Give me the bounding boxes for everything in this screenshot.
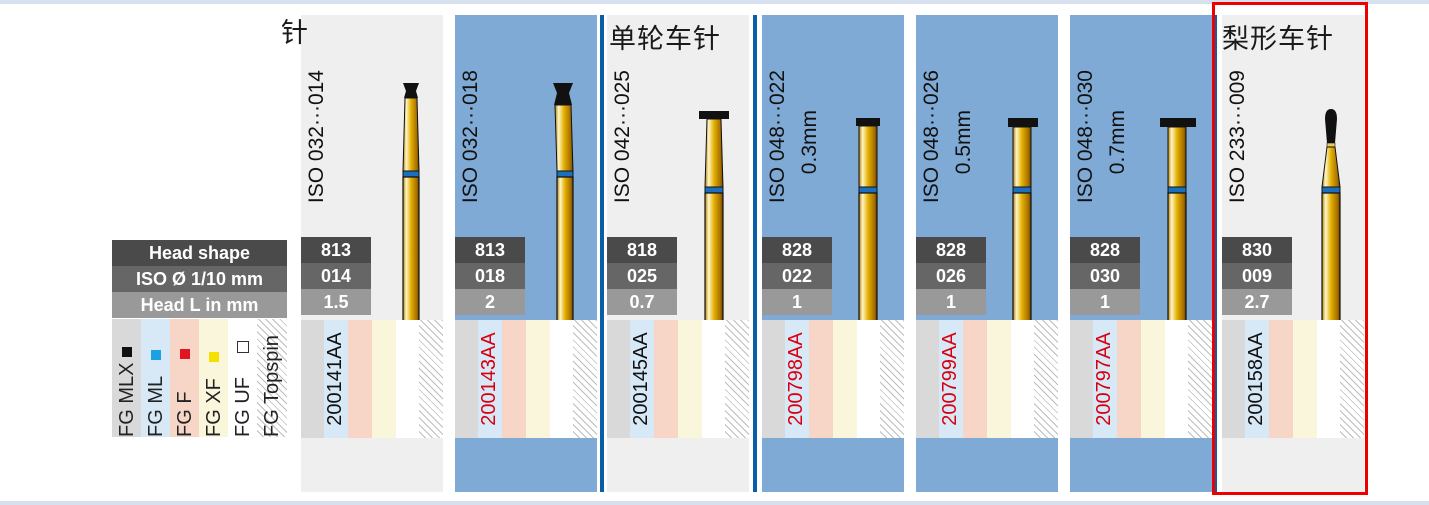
black-square-icon	[122, 346, 132, 357]
grade-columns: 200798AA	[762, 320, 904, 438]
section-divider	[600, 15, 604, 492]
head-length-value: 1	[1070, 289, 1140, 315]
legend-grade-uf: FG UF	[228, 319, 257, 437]
legend-grades: FG MLX FG ML FG F FG XF FG UF FG Topspin	[112, 319, 287, 437]
iso-sub: 0.5mm	[952, 110, 975, 175]
spec-cells: 813 014 1.5	[301, 237, 371, 315]
iso-diameter-value: 022	[762, 263, 832, 289]
grade-label: FG ML	[145, 375, 167, 437]
head-length-value: 2	[455, 289, 525, 315]
iso-code: ISO 032···018	[459, 70, 482, 204]
grade-columns: 200145AA	[607, 320, 749, 438]
top-border	[0, 0, 1429, 4]
legend-header: Head shape ISO Ø 1/10 mm Head L in mm	[112, 240, 287, 318]
bottom-border	[0, 501, 1429, 505]
product-panel-1[interactable]: 针 ISO 032···014 813 014 1.5 200141AA	[281, 15, 443, 492]
grade-label: FG UF	[232, 377, 254, 437]
grade-columns: 200799AA	[916, 320, 1058, 438]
blue-square-icon	[151, 349, 161, 360]
section-divider	[1213, 15, 1217, 492]
head-length-value: 2.7	[1222, 289, 1292, 315]
head-length-value: 1.5	[301, 289, 371, 315]
legend-grade-xf: FG XF	[199, 319, 228, 437]
legend-grade-topspin: FG Topspin	[257, 319, 287, 437]
legend-grade-mlx: FG MLX	[112, 319, 141, 437]
legend-grade-ml: FG ML	[141, 319, 170, 437]
wheel-bur-icon	[699, 111, 729, 333]
head-length-value: 1	[916, 289, 986, 315]
iso-sub: 0.3mm	[798, 110, 821, 175]
grade-columns: 200158AA	[1222, 320, 1364, 438]
grade-label: FG MLX	[116, 362, 138, 437]
selection-highlight	[1212, 2, 1368, 495]
wheel-bur-icon	[1008, 118, 1038, 333]
iso-code: ISO 048···022	[766, 70, 789, 204]
grade-columns: 200141AA	[301, 320, 443, 438]
iso-diameter-value: 025	[607, 263, 677, 289]
grade-label: FG Topspin	[261, 335, 283, 437]
iso-sub: 0.7mm	[1106, 110, 1129, 175]
iso-diameter-value: 030	[1070, 263, 1140, 289]
iso-code: ISO 032···014	[305, 70, 328, 204]
red-square-icon	[180, 349, 190, 360]
head-shape-value: 818	[607, 237, 677, 263]
product-code[interactable]: 200798AA	[785, 332, 807, 426]
grade-label: FG XF	[203, 378, 225, 437]
legend-head-shape: Head shape	[112, 240, 287, 266]
head-shape-value: 830	[1222, 237, 1292, 263]
head-length-value: 1	[762, 289, 832, 315]
product-code[interactable]: 200143AA	[478, 332, 500, 426]
head-length-value: 0.7	[607, 289, 677, 315]
legend-iso-diameter: ISO Ø 1/10 mm	[112, 266, 287, 292]
wheel-bur-icon	[856, 118, 880, 333]
grade-columns: 200797AA	[1070, 320, 1212, 438]
iso-diameter-value: 009	[1222, 263, 1292, 289]
yellow-square-icon	[209, 352, 219, 363]
legend-head-length: Head L in mm	[112, 292, 287, 318]
white-square-icon	[237, 341, 249, 353]
category-title: 针	[281, 18, 309, 49]
wheel-bur-icon	[1160, 118, 1196, 333]
inverted-cone-bur-icon	[553, 83, 574, 332]
grade-columns: 200143AA	[455, 320, 597, 438]
product-code[interactable]: 200797AA	[1093, 332, 1115, 426]
iso-diameter-value: 026	[916, 263, 986, 289]
legend-grade-f: FG F	[170, 319, 199, 437]
head-shape-value: 828	[916, 237, 986, 263]
category-title: 单轮车针	[609, 24, 721, 55]
product-code[interactable]: 200141AA	[324, 332, 346, 426]
iso-code: ISO 048···026	[920, 70, 943, 204]
head-shape-value: 828	[1070, 237, 1140, 263]
category-title: 梨形车针	[1222, 24, 1334, 55]
product-code[interactable]: 200145AA	[630, 332, 652, 426]
head-shape-value: 813	[301, 237, 371, 263]
product-code[interactable]: 200799AA	[939, 332, 961, 426]
grade-label: FG F	[174, 391, 196, 437]
inverted-cone-bur-icon	[402, 83, 420, 332]
head-shape-value: 813	[455, 237, 525, 263]
iso-code: ISO 042···025	[611, 70, 634, 204]
head-shape-value: 828	[762, 237, 832, 263]
iso-code: ISO 048···030	[1074, 70, 1097, 204]
iso-diameter-value: 014	[301, 263, 371, 289]
iso-diameter-value: 018	[455, 263, 525, 289]
section-divider	[753, 15, 757, 492]
